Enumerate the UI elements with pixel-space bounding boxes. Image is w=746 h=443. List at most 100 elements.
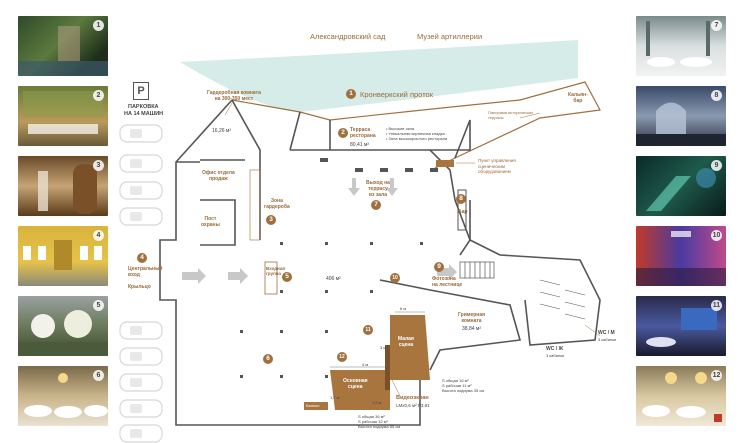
small-stage-badge: 11: [363, 325, 373, 335]
stairs-label: Фотозона на лестнице: [432, 276, 463, 288]
photo-9-scene: [646, 168, 716, 211]
photo-number: 4: [93, 230, 104, 241]
cloak-zone-label: Зона гардероба: [264, 198, 290, 210]
bar-mark: [457, 189, 467, 231]
wc-m-cabins: 3 кабинки: [598, 337, 617, 342]
canal-label: Кронверкский проток: [360, 90, 433, 99]
photo-1[interactable]: 1: [18, 16, 108, 76]
parking-line1: ПАРКОВКА: [128, 104, 159, 110]
terrace-label: Терраса ресторана: [350, 127, 376, 139]
bar-badge: 8: [456, 194, 466, 204]
photo-4[interactable]: 4: [18, 226, 108, 286]
small-stage-specs: S общая 16 м² S рабочая 11 м² Высота под…: [442, 378, 485, 393]
hall-badge: 6: [263, 354, 273, 364]
wc-cabins: [539, 279, 586, 320]
photo-number: 10: [711, 230, 722, 241]
garden-label: Александровский сад: [310, 32, 386, 41]
photo-5[interactable]: 5: [18, 296, 108, 356]
photo-number: 8: [711, 90, 722, 101]
terrace-outline: [231, 81, 601, 169]
terrace-badge: 2: [338, 128, 348, 138]
wc-m-label: WC / M: [598, 330, 615, 336]
dimension-lines: [330, 311, 425, 368]
control-point-mark: [436, 160, 454, 167]
hall-area-label: 406 м²: [326, 276, 341, 282]
photo-number: 1: [93, 20, 104, 31]
video-screen-label: Видеоэкран: [396, 395, 429, 401]
photo-8-scene: [636, 102, 726, 146]
video-screen: [385, 345, 390, 390]
entrance-label: Центральный вход: [128, 266, 163, 278]
main-stage-badge: 12: [337, 352, 347, 362]
bar-label: Бар: [458, 209, 468, 215]
photo-10[interactable]: 10: [636, 226, 726, 286]
walls: [159, 99, 601, 426]
entry-group-label: Входная группа: [266, 266, 285, 276]
dim-15m: 1,5 м: [372, 400, 382, 405]
photo-number: 3: [93, 160, 104, 171]
photo-7[interactable]: 7: [636, 16, 726, 76]
photo-9[interactable]: 9: [636, 156, 726, 216]
photo-1-scene: [18, 26, 108, 76]
dim-6m: 6 м: [400, 306, 407, 311]
small-stage-label: Малая сцена: [398, 336, 414, 348]
cloak-zone-badge: 3: [266, 215, 276, 225]
hookah-bar-label: Кальян- бар: [568, 92, 588, 104]
museum-label: Музей артиллерии: [417, 32, 483, 41]
terrace-area-label: 80,41 м²: [350, 142, 370, 148]
photo-number: 12: [711, 370, 722, 381]
balcony-label: Балкон: [306, 403, 320, 408]
photo-10-scene: [636, 231, 726, 286]
photo-6[interactable]: 6: [18, 366, 108, 426]
canal-number-badge: 1: [346, 89, 356, 99]
wc-w-cabins: 3 кабинки: [546, 353, 565, 358]
photo-11[interactable]: 11: [636, 296, 726, 356]
wc-w-label: WC / Ж: [546, 346, 564, 352]
cloak-zone-box: [249, 169, 261, 241]
main-stage-label: Основная сцена: [343, 378, 368, 390]
flow-arrows: [182, 178, 457, 284]
dim-4m: 4 м: [362, 362, 369, 367]
photo-8[interactable]: 8: [636, 86, 726, 146]
dressing-label: Гримерная комната: [458, 312, 486, 324]
exit-label: Выход на террасу из зала: [366, 180, 390, 198]
parking-line2: НА 14 МАШИН: [124, 111, 164, 117]
dressing-area-label: 38,84 м²: [462, 326, 482, 332]
cloakroom-capacity-label: Гардеробная комната на 300-350 мест: [207, 90, 261, 102]
guard-post-label: Пост охраны: [201, 216, 220, 228]
video-size-label: LMx0,6 м² Р3,91: [396, 403, 430, 408]
cloakroom-area-label: 16,26 м²: [212, 128, 232, 134]
photo-12[interactable]: 12: [636, 366, 726, 426]
entry-group-badge: 5: [282, 272, 292, 282]
parking-sign: P: [133, 82, 149, 100]
photo-3[interactable]: 3: [18, 156, 108, 216]
entrance-badge: 4: [137, 253, 147, 263]
canal-water: [180, 40, 578, 112]
control-point-label: Пункт управления сценическим оборудовани…: [478, 158, 516, 174]
photo-number: 7: [711, 20, 722, 31]
small-stage: [390, 315, 430, 380]
photo-number: 6: [93, 370, 104, 381]
terrace-view-label: Панорама исторических террасы: [488, 110, 534, 120]
sales-office-label: Офис отдела продаж: [202, 170, 235, 182]
porch-label: Крыльцо: [128, 284, 151, 290]
exit-badge: 7: [371, 200, 381, 210]
terrace-windows: [320, 158, 438, 172]
dim-17m: 1,7 м: [330, 395, 340, 400]
entry-group-box: [264, 261, 278, 295]
photo-7-scene: [646, 21, 712, 67]
photo-3-scene: [38, 164, 97, 214]
photo-12-scene: [642, 372, 722, 422]
photo-2-scene: [23, 91, 103, 134]
photo-4-scene: [23, 240, 102, 270]
photo-number: 11: [711, 300, 722, 311]
main-stage-specs: S общая 36 м² S рабочая 32 м² Высота под…: [358, 414, 401, 429]
photo-number: 5: [93, 300, 104, 311]
dim-3m: 3 м: [380, 345, 387, 350]
photo-number: 2: [93, 90, 104, 101]
balcony-block: [304, 402, 328, 410]
zone-10-badge: 10: [390, 273, 400, 283]
photo-2[interactable]: 2: [18, 86, 108, 146]
